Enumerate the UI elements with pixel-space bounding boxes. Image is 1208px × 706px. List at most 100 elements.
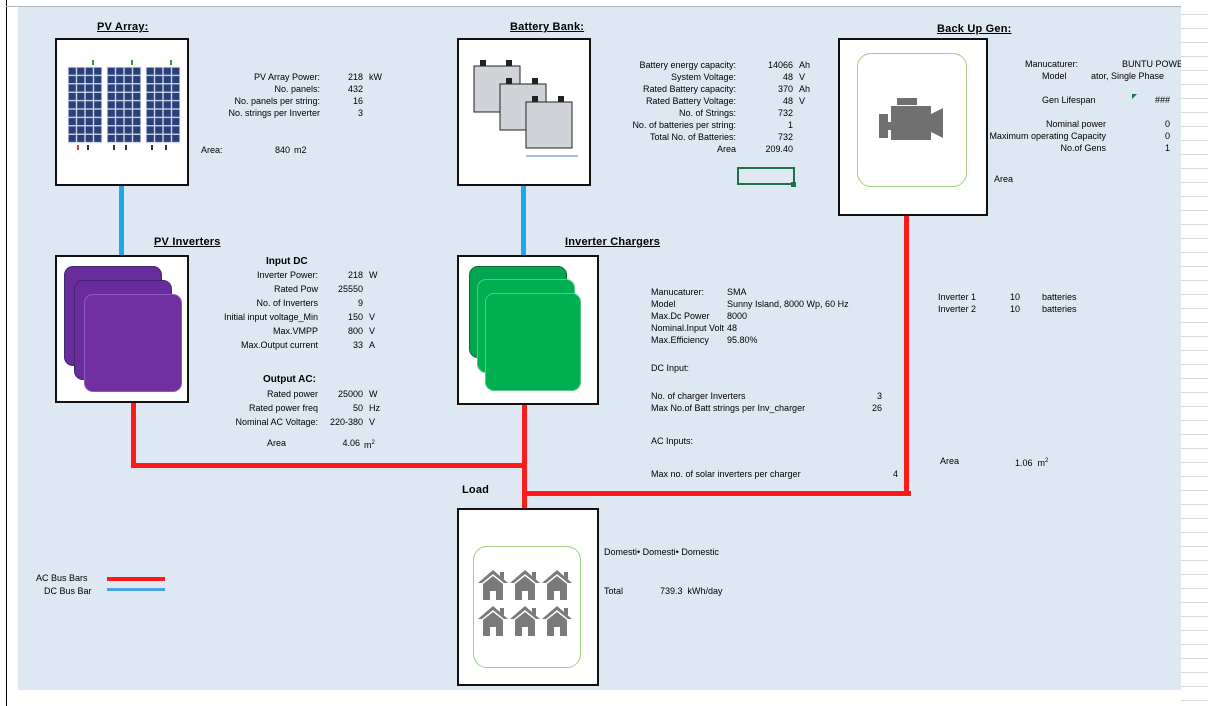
pv-row-unit: kW [369,72,382,82]
grid-row-line [1181,546,1208,547]
battery-row-value: 1 [787,120,793,130]
gen-lifespan-label: Gen Lifespan [1042,95,1096,105]
pv-row-label: PV Array Power: [253,72,320,82]
gen-manufacturer-label: Manucaturer: [1025,59,1079,69]
battery-row-label: Total No. of Batteries: [649,132,736,142]
gen-manufacturer-value: BUNTU POWE [1122,59,1181,69]
gen-lifespan-value: ### [1154,95,1170,105]
battery-row-value: 48 [782,72,793,82]
comment-indicator-icon [1132,94,1137,99]
load-total-value: 739.3 kWh/day [660,586,723,596]
charger-area-value: 1.06 m2 [1015,458,1049,468]
sheet-top-border [6,6,1181,7]
gen-row-label: No.of Gens [1060,143,1106,153]
charger-row-value: 95.80% [727,335,758,345]
grid-row-line [1181,280,1208,281]
battery-row-unit: Ah [799,84,811,94]
charger-area-label: Area [940,456,960,466]
grid-row-line [1181,238,1208,239]
battery-row-label: No. of Strings: [678,108,736,118]
load-title: Load [462,484,490,496]
grid-row-line [1181,252,1208,253]
gen-row-label: Nominal power [1045,119,1106,129]
grid-row-line [1181,14,1208,15]
gen-area-label: Area [994,174,1014,184]
inverter-output-label: Rated power freq [248,403,318,413]
grid-row-line [1181,392,1208,393]
inv-area-unit: m2 [364,440,375,450]
grid-row-line [1181,434,1208,435]
grid-row-line [1181,28,1208,29]
gen-model-value: ator, Single Phase [1091,71,1165,81]
ac-bus-horizontal-2 [522,491,911,496]
inverter-list-name: Inverter 1 [938,292,977,302]
grid-row-line [1181,420,1208,421]
inverter-chargers-title: Inverter Chargers [565,236,661,248]
battery-row-value: 370 [777,84,793,94]
inverter-input-value: 150 [347,312,363,322]
legend-dc-swatch [107,588,165,591]
charger-row-value: SMA [727,287,747,297]
pv-row-label: No. panels per string: [234,96,320,106]
fill-handle[interactable] [791,182,796,187]
inverter-input-value: 9 [357,298,363,308]
inverter-output-unit: V [369,417,376,427]
grid-row-line [1181,294,1208,295]
inverter-output-value: 50 [352,403,363,413]
inverter-list-unit: batteries [1042,292,1077,302]
grid-row-line [1181,658,1208,659]
grid-row-line [1181,476,1208,477]
charger-row-value: 8000 [727,311,748,321]
grid-row-line [1181,42,1208,43]
grid-row-line [1181,266,1208,267]
charger-inverters-value: 3 [876,391,882,401]
grid-row-line [1181,406,1208,407]
gen-row-value: 0 [1164,131,1170,141]
pv-row-value: 16 [352,96,363,106]
pv-row-value: 218 [347,72,363,82]
grid-row-line [1181,644,1208,645]
inverter-output-label: Nominal AC Voltage: [235,417,318,427]
inverter-chargers-box [457,255,599,405]
inverter-list-unit: batteries [1042,304,1077,314]
backup-gen-title: Back Up Gen: [937,23,1012,35]
pv-row-label: No. strings per Inverter [228,108,320,118]
inverter-input-value: 218 [347,270,363,280]
inverter-input-label: No. of Inverters [256,298,318,308]
inv-area-value: 4.06 [342,438,360,448]
inverter-list-count: 10 [1010,292,1021,302]
battery-row-label: Rated Battery Voltage: [645,96,736,106]
battery-row-label: Rated Battery capacity: [642,84,736,94]
input-dc-heading: Input DC [266,256,308,267]
dc-bus-pv-to-inverter [119,186,124,256]
charger-row-value: Sunny Island, 8000 Wp, 60 Hz [727,299,849,309]
grid-row-line [1181,686,1208,687]
grid-row-line [1181,630,1208,631]
houses-icon [478,570,572,636]
gen-row-value: 0 [1164,119,1170,129]
charger-row-label: Max.Dc Power [651,311,710,321]
domestic-labels: Domesti• Domesti• Domestic [604,547,719,557]
max-solar-value: 4 [892,469,898,479]
inverter-input-unit: V [369,326,376,336]
legend-ac-label: AC Bus Bars [36,573,88,583]
gen-model-label: Model [1042,71,1067,81]
load-box [457,508,599,686]
pv-row-value: 3 [357,108,363,118]
grid-row-line [1181,210,1208,211]
grid-row-line [1181,336,1208,337]
backup-gen-box [838,38,988,216]
inverter-output-value: 25000 [337,389,363,399]
grid-row-line [1181,84,1208,85]
grid-row-line [1181,182,1208,183]
battery-row-unit: Ah [799,60,811,70]
inverter-input-value: 800 [347,326,363,336]
load-total-label: Total [604,586,624,596]
grid-row-line [1181,98,1208,99]
solar-panel-icon [67,60,181,150]
charger-unit-front [485,293,581,391]
pv-array-title: PV Array: [97,21,149,33]
grid-row-line [1181,196,1208,197]
battery-bank-box [457,38,591,186]
selected-cell[interactable] [737,167,795,185]
